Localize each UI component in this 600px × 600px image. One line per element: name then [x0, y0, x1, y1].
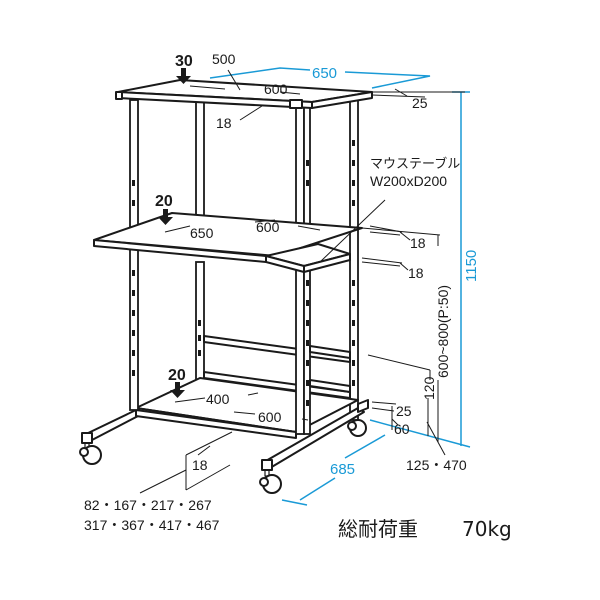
caster-rear-right: [347, 419, 367, 437]
floor-line: [369, 419, 471, 448]
labels: 30 500 650 600 25 18 マウステーブル W200xD200 2…: [84, 51, 512, 541]
mouse-table-label: マウステーブル: [370, 156, 460, 172]
shelf-positions-line1: 82・167・217・267: [84, 497, 212, 513]
side-crossbar-upper: [309, 345, 351, 359]
top-shelf-corner-right: [289, 99, 303, 109]
middle-load-label: 20: [155, 193, 173, 210]
bottom-depth-label: 400: [206, 391, 230, 407]
top-depth-label: 500: [212, 51, 236, 67]
top-shelf-side-edge: [311, 91, 373, 109]
height-range-label: 600~800(P:50): [435, 285, 451, 378]
middle-width-label: 600: [256, 219, 280, 235]
front-left-post: [129, 99, 139, 411]
middle-thickness-label: 18: [410, 235, 426, 251]
arrow-down-icon-middle: [158, 209, 173, 225]
top-shelf: [115, 79, 373, 109]
width-dimension-line-right: [344, 71, 431, 89]
bottom-load-label: 20: [168, 367, 186, 384]
overall-depth-label: 685: [330, 461, 355, 478]
top-load-label: 30: [175, 53, 193, 70]
casters: [79, 419, 367, 494]
side-crossbars: [309, 345, 351, 393]
depth-dimension-line-upper: [344, 434, 386, 459]
mouse-table-side-edge: [303, 253, 351, 273]
bottom-offset-bottom-label: 60: [394, 421, 410, 437]
top-shelf-corner-left: [115, 91, 123, 100]
mouse-table-thickness-label: 18: [408, 265, 424, 281]
overall-dimensions: [209, 67, 471, 506]
width-dimension-line-left: [209, 67, 311, 79]
top-width-label: 600: [264, 81, 288, 97]
clearance-label: 120: [421, 376, 437, 400]
arrow-down-icon-top: [176, 68, 191, 84]
shelf-positions-line2: 317・367・417・467: [84, 517, 220, 533]
depth-dimension-line-lower: [299, 477, 336, 501]
side-crossbar-lower: [309, 379, 351, 393]
left-foot-cap: [81, 432, 93, 444]
top-thickness-label: 18: [216, 115, 232, 131]
side-positions-label: 125・470: [406, 457, 467, 473]
mouse-table: [265, 243, 351, 273]
load-arrows: [158, 68, 191, 398]
left-bottom-rail: [135, 409, 297, 439]
overall-height-label: 1150: [463, 250, 480, 282]
right-rear-cap: [357, 399, 369, 413]
middle-depth-label: 650: [190, 225, 214, 241]
overall-width-label: 650: [312, 65, 337, 82]
caster-front-right: [259, 469, 282, 494]
mouse-table-size-label: W200xD200: [370, 173, 447, 189]
rear-right-post: [349, 99, 359, 421]
arrow-down-icon-bottom: [170, 382, 185, 398]
depth-dimension-tick: [281, 499, 308, 506]
total-load-value: 70kg: [462, 517, 512, 541]
top-overhang-label: 25: [412, 95, 428, 111]
bottom-width-label: 600: [258, 409, 282, 425]
dimension-leaders: [139, 69, 465, 494]
right-foot-cap: [261, 459, 273, 471]
total-load-label: 総耐荷重: [338, 517, 418, 541]
bottom-thickness-label: 18: [192, 457, 208, 473]
bottom-offset-top-label: 25: [396, 403, 412, 419]
caster-front-left: [79, 442, 102, 465]
